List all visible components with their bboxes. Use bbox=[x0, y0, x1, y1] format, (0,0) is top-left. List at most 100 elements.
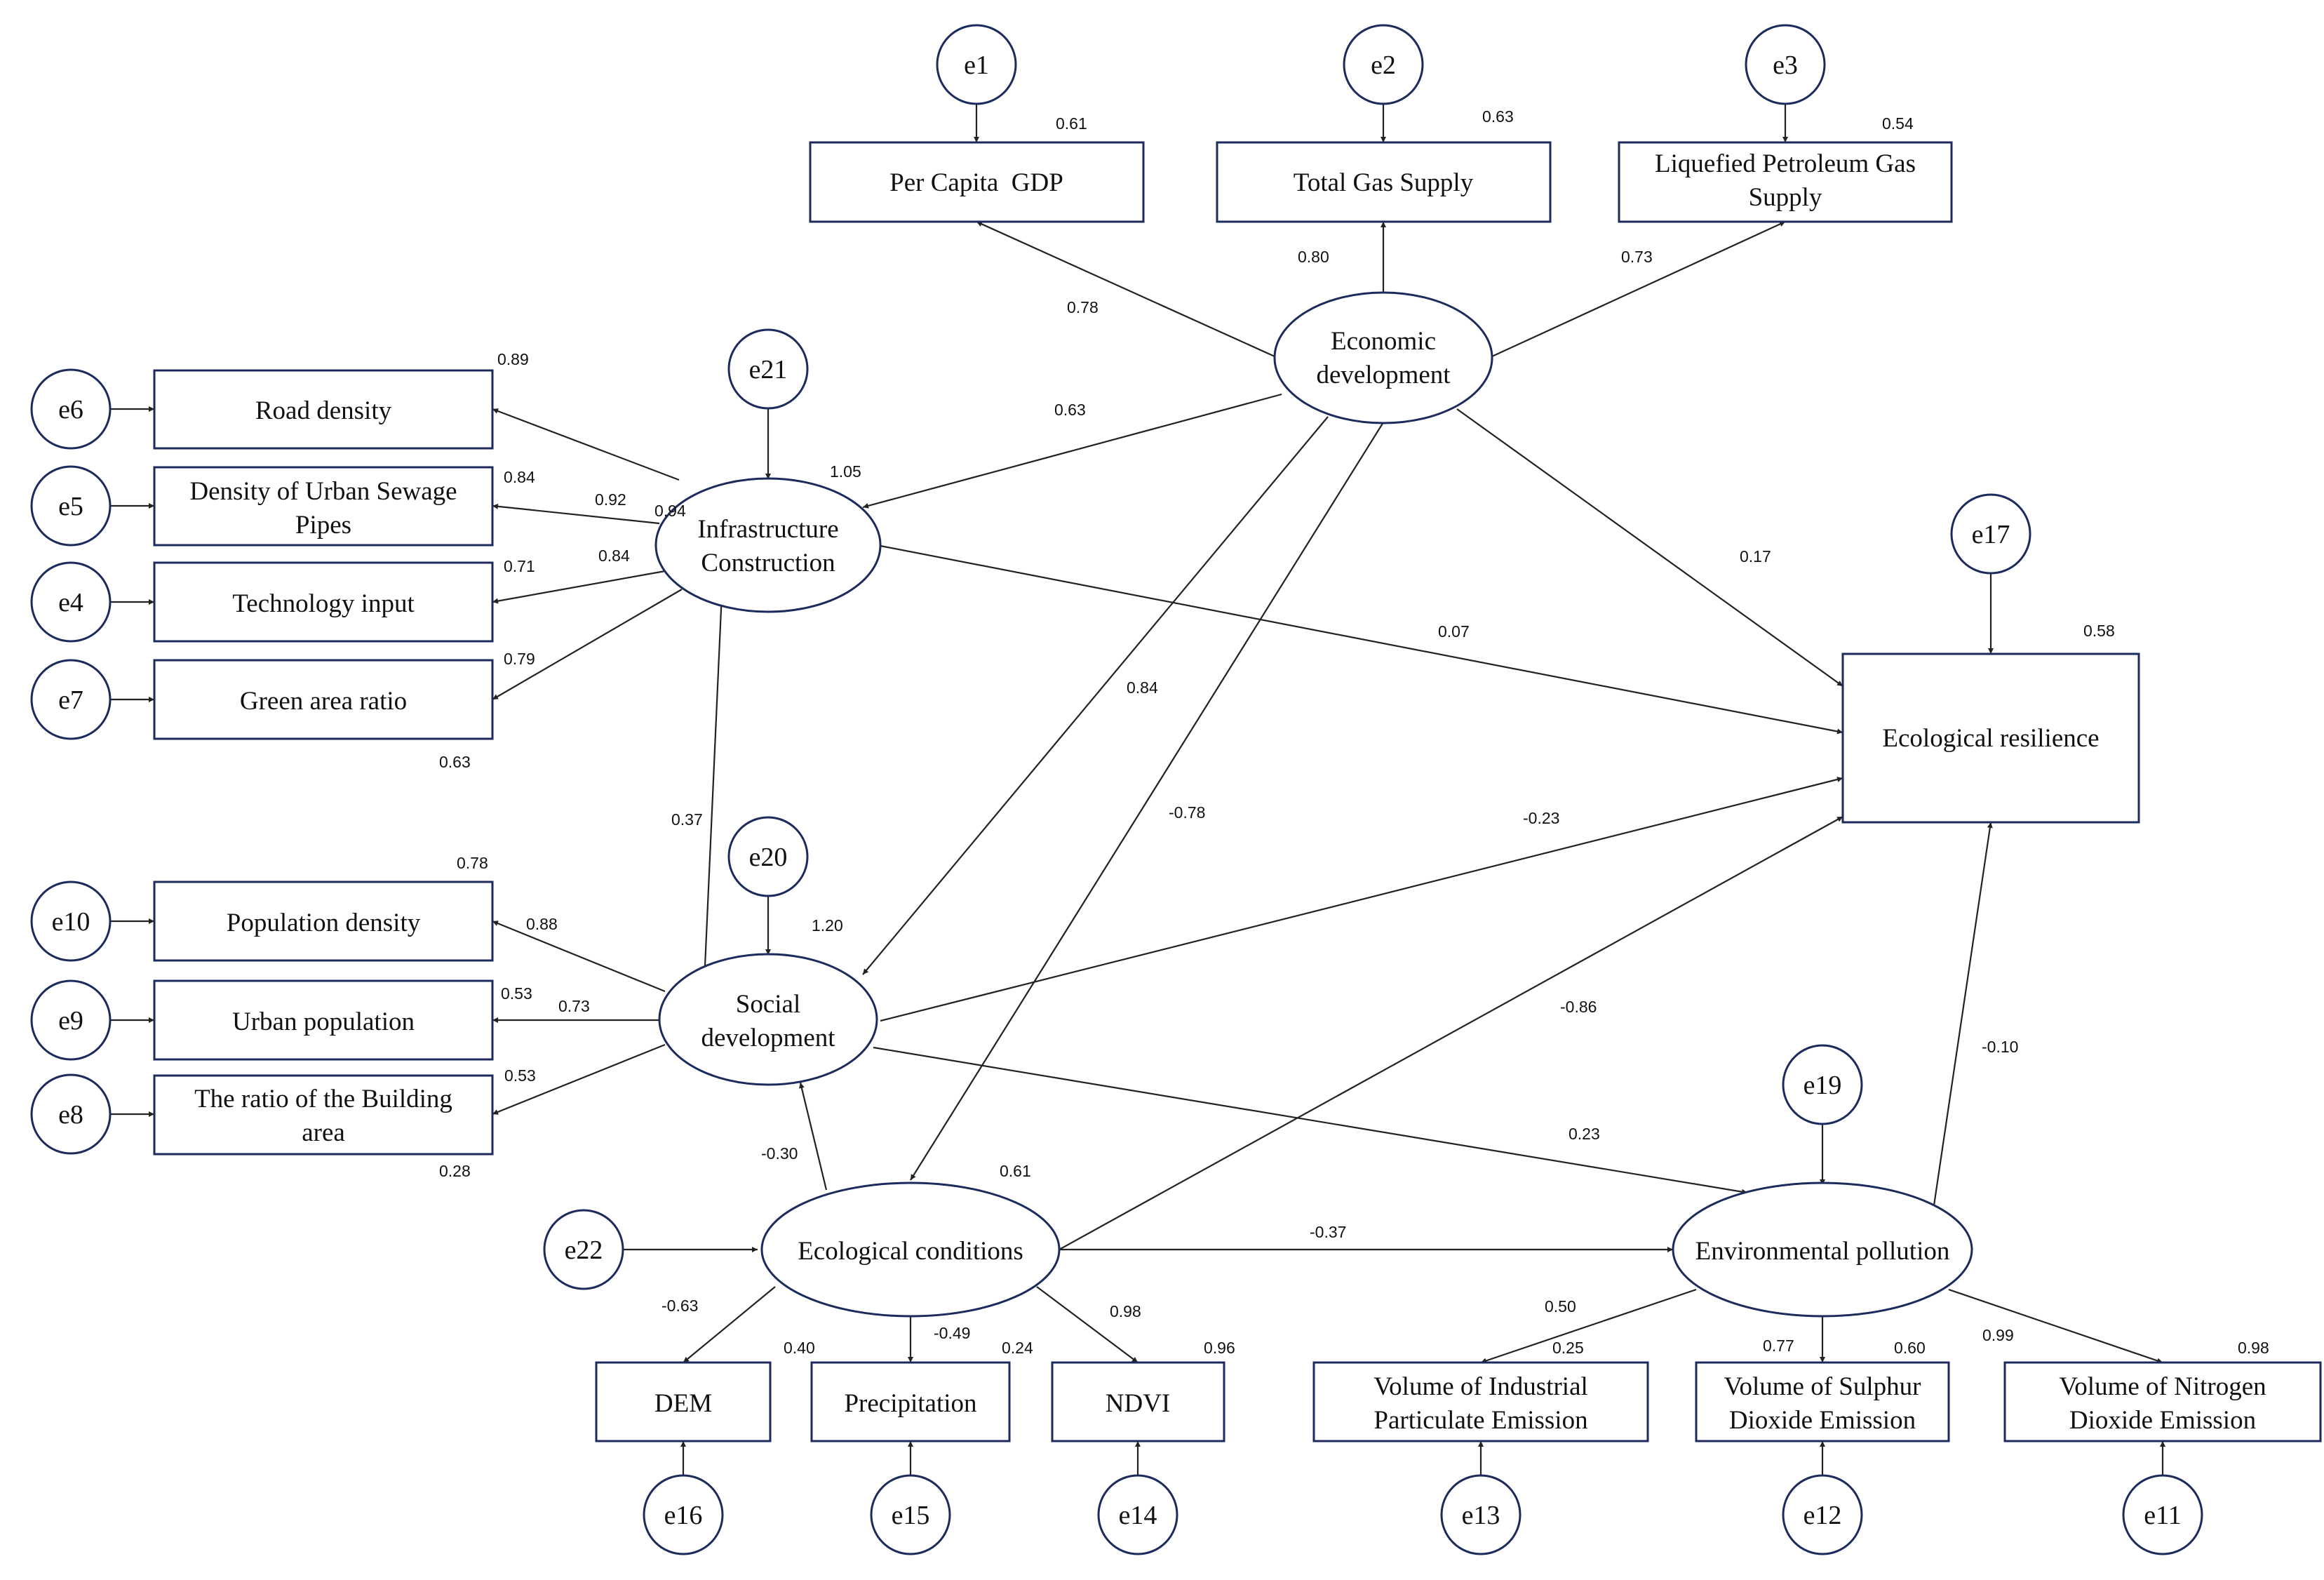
arrow-infra-road bbox=[492, 408, 680, 481]
latent-economic-development: Economic development bbox=[1273, 291, 1493, 424]
label-text: e2 bbox=[1371, 51, 1396, 80]
arrow-ecocond-res bbox=[1059, 816, 1843, 1250]
indicator-label: Total Gas Supply bbox=[1294, 168, 1474, 197]
coef-r2-precip: 0.24 bbox=[1002, 1339, 1033, 1357]
label-line: Volume of Nitrogen bbox=[2059, 1372, 2266, 1401]
error-e7: e7 bbox=[30, 659, 112, 740]
label-text: e14 bbox=[1119, 1501, 1157, 1530]
coef-load-road: 0.94 bbox=[654, 502, 686, 520]
label-line: Supply bbox=[1749, 183, 1822, 212]
arrow-ecocond-ndvi bbox=[1036, 1286, 1139, 1363]
label-line: Dioxide Emission bbox=[2069, 1406, 2256, 1435]
coef-load-lpg: 0.73 bbox=[1621, 248, 1653, 266]
coef-load-so2: 0.77 bbox=[1763, 1337, 1794, 1355]
error-e22: e22 bbox=[543, 1209, 624, 1290]
indicator-precipitation: Precipitation bbox=[810, 1361, 1011, 1442]
arrow-social-infra bbox=[704, 577, 725, 967]
coef-load-urbpop: 0.73 bbox=[558, 997, 590, 1015]
error-e16: e16 bbox=[643, 1474, 724, 1555]
indicator-total-gas-supply: Total Gas Supply bbox=[1216, 141, 1552, 223]
coef-social-res: -0.23 bbox=[1523, 809, 1559, 827]
label-line: Volume of Sulphur bbox=[1724, 1372, 1921, 1401]
arrow-pollution-particulate bbox=[1480, 1288, 1697, 1364]
error-e21: e21 bbox=[727, 328, 809, 410]
label-line: development bbox=[701, 1024, 835, 1052]
indicator-label: DEM bbox=[654, 1389, 712, 1418]
coef-load-dem: -0.63 bbox=[661, 1297, 698, 1315]
coef-infra-res: 0.07 bbox=[1438, 622, 1470, 641]
coef-r2-sewage: 0.84 bbox=[504, 468, 535, 486]
indicator-dem: DEM bbox=[595, 1361, 772, 1442]
indicator-label: NDVI bbox=[1106, 1389, 1170, 1418]
arrow-social-pollution bbox=[873, 1046, 1748, 1195]
coef-r2-ecocond: 0.61 bbox=[1000, 1162, 1031, 1180]
arrow-infra-sewage bbox=[492, 503, 660, 525]
coef-load-gdp: 0.78 bbox=[1067, 298, 1099, 316]
coef-r2-road: 0.89 bbox=[497, 350, 529, 368]
error-e9: e9 bbox=[30, 979, 112, 1061]
latent-environmental-pollution: Environmental pollution bbox=[1672, 1181, 1973, 1318]
arrow-ecocond-dem bbox=[683, 1286, 776, 1363]
label-line: Liquefied Petroleum Gas bbox=[1655, 149, 1916, 178]
coef-r2-gdp: 0.61 bbox=[1056, 114, 1087, 133]
label-text: e17 bbox=[1972, 520, 2010, 549]
arrow-econ-res bbox=[1456, 408, 1843, 687]
coef-load-sewage: 0.92 bbox=[595, 490, 626, 509]
coef-ecocond-res: -0.86 bbox=[1560, 998, 1597, 1016]
arrow-social-popden bbox=[492, 920, 666, 993]
coef-ecocond-social: -0.30 bbox=[761, 1144, 798, 1163]
coef-econ-social: 0.84 bbox=[1127, 678, 1158, 697]
coef-r2-particulate: 0.25 bbox=[1552, 1339, 1584, 1357]
label-line: Particulate Emission bbox=[1373, 1406, 1587, 1435]
coef-econ-infra: 0.63 bbox=[1054, 401, 1086, 419]
label-text: e4 bbox=[58, 588, 83, 617]
coef-r2-so2: 0.60 bbox=[1894, 1339, 1926, 1357]
arrow-pollution-no2 bbox=[1948, 1288, 2163, 1364]
error-e14: e14 bbox=[1097, 1474, 1178, 1555]
label-text: e13 bbox=[1462, 1501, 1500, 1530]
coef-load-tech: 0.84 bbox=[598, 547, 630, 565]
indicator-urban-population: Urban population bbox=[153, 979, 494, 1061]
label-text: e3 bbox=[1773, 51, 1798, 80]
label-line: Pipes bbox=[295, 511, 351, 540]
label-line: Infrastructure bbox=[697, 515, 838, 544]
label-line: Economic bbox=[1331, 327, 1436, 356]
indicator-label: Precipitation bbox=[844, 1389, 976, 1418]
arrow-econ-ecocond bbox=[910, 422, 1384, 1181]
indicator-label: Road density bbox=[255, 396, 392, 425]
label-text: e1 bbox=[964, 51, 989, 80]
label-line: area bbox=[302, 1118, 345, 1147]
error-e1: e1 bbox=[936, 24, 1017, 105]
label-text: e12 bbox=[1804, 1501, 1842, 1530]
arrow-econ-lpg bbox=[1491, 221, 1786, 357]
indicator-ndvi: NDVI bbox=[1051, 1361, 1225, 1442]
indicator-green-area-ratio: Green area ratio bbox=[153, 659, 494, 740]
label-text: e19 bbox=[1804, 1071, 1842, 1100]
coef-r2-no2: 0.98 bbox=[2238, 1339, 2269, 1357]
coef-social-infra: 0.37 bbox=[671, 810, 703, 829]
indicator-label: Urban population bbox=[232, 1007, 415, 1036]
error-e8: e8 bbox=[30, 1073, 112, 1155]
latent-label: Environmental pollution bbox=[1695, 1237, 1950, 1266]
error-e19: e19 bbox=[1782, 1044, 1863, 1125]
coef-r2-popden: 0.78 bbox=[457, 854, 488, 872]
coef-r2-building: 0.28 bbox=[439, 1162, 471, 1180]
label-line: development bbox=[1316, 361, 1451, 389]
coef-r2-green: 0.63 bbox=[439, 753, 471, 771]
indicator-label: Population density bbox=[227, 909, 421, 937]
arrow-social-res bbox=[880, 777, 1843, 1022]
